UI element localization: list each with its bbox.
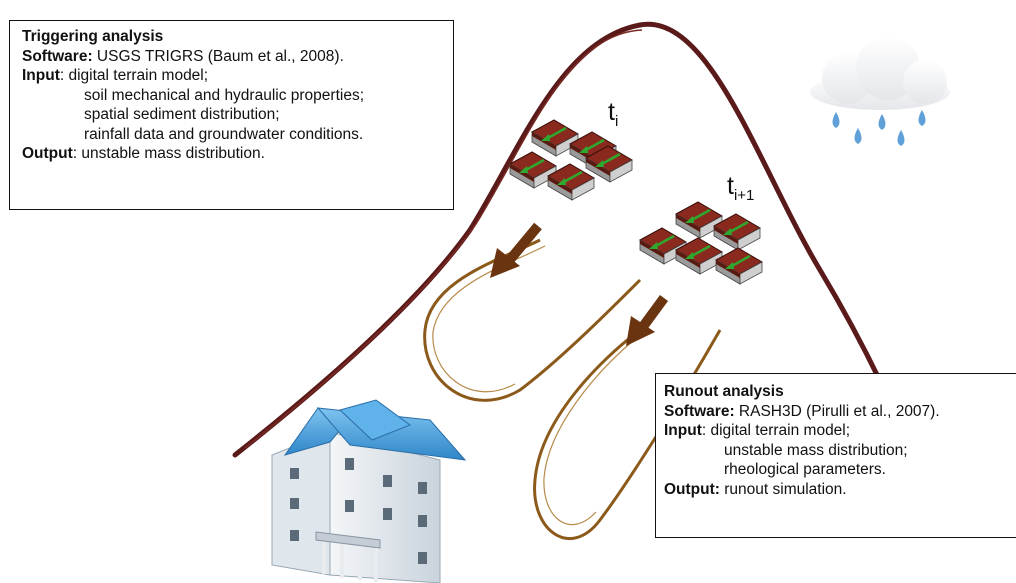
runout-input-item: unstable mass distribution; — [724, 441, 908, 459]
raindrops-icon — [832, 110, 926, 146]
triggering-title: Triggering analysis — [22, 28, 164, 45]
time-label-t-i: ti — [608, 98, 618, 130]
runout-software-line: Software: RASH3D (Pirulli et al., 2007). — [664, 402, 1016, 422]
output-value: runout simulation. — [719, 480, 847, 498]
time-label-base: t — [608, 98, 615, 126]
software-label: Software: — [664, 402, 735, 420]
input-label: Input — [664, 422, 702, 439]
triggering-input-line: Input: digital terrain model; — [22, 66, 441, 86]
rain-cloud-icon — [810, 36, 950, 110]
time-label-subscript: i — [614, 113, 619, 130]
output-value: : unstable mass distribution. — [72, 145, 265, 162]
triggering-input-item: rainfall data and groundwater conditions… — [84, 125, 364, 143]
hill-outline — [232, 21, 885, 458]
input-first-item: : digital terrain model; — [701, 422, 851, 439]
time-label-base: t — [727, 172, 734, 200]
runout-title: Runout analysis — [664, 383, 784, 400]
triggering-input-item: spatial sediment distribution; — [84, 106, 280, 123]
house-icon — [271, 399, 467, 583]
input-first-item: : digital terrain model; — [59, 67, 209, 84]
triggering-output-line: Output: unstable mass distribution. — [22, 144, 441, 164]
triggering-input-item: soil mechanical and hydraulic properties… — [84, 86, 365, 104]
runout-analysis-box: Runout analysis Software: RASH3D (Pirull… — [655, 373, 1016, 538]
movement-arrow-1 — [490, 222, 542, 278]
soil-blocks-t-i-plus-1 — [638, 200, 764, 286]
runout-track-left — [423, 238, 642, 402]
triggering-analysis-box: Triggering analysis Software: USGS TRIGR… — [9, 20, 454, 210]
triggering-software-line: Software: USGS TRIGRS (Baum et al., 2008… — [22, 47, 441, 67]
output-label: Output: — [664, 480, 720, 498]
software-value: USGS TRIGRS (Baum et al., 2008). — [92, 47, 344, 65]
input-label: Input — [22, 67, 60, 84]
runout-input-line: Input: digital terrain model; — [664, 421, 1016, 441]
runout-output-line: Output: runout simulation. — [664, 480, 1016, 500]
time-label-subscript: i+1 — [733, 187, 755, 204]
movement-arrow-2 — [626, 295, 669, 346]
time-label-t-i-plus-1: ti+1 — [727, 172, 754, 204]
output-label: Output — [22, 145, 73, 162]
software-label: Software: — [22, 47, 93, 65]
runout-input-item: rheological parameters. — [724, 461, 886, 478]
software-value: RASH3D (Pirulli et al., 2007). — [734, 402, 940, 420]
